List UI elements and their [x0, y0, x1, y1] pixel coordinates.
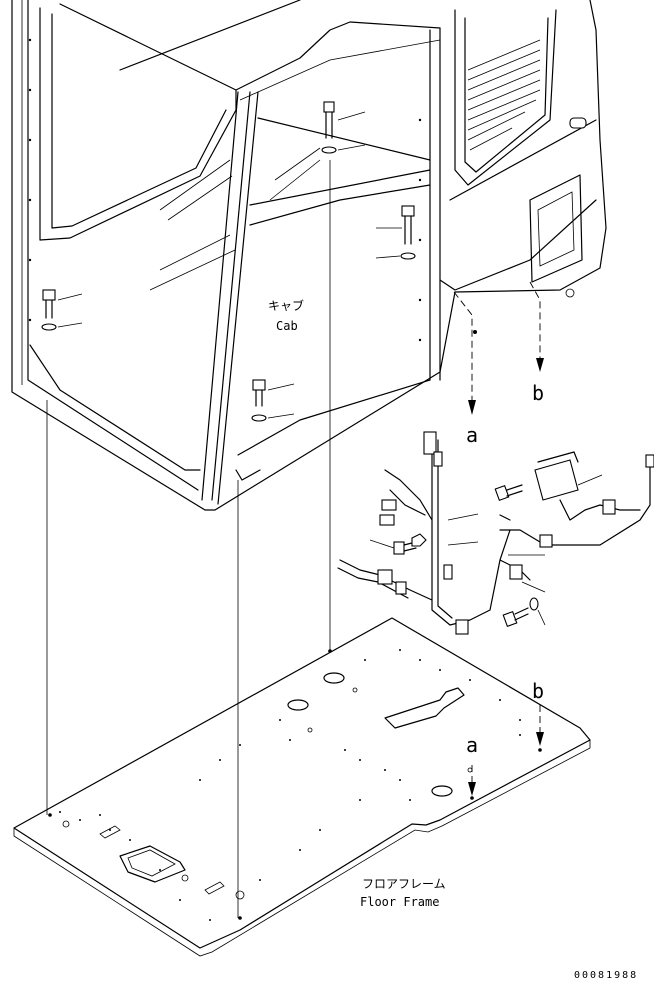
harness-bolts [369, 484, 546, 628]
bolt-icon [502, 607, 529, 628]
ref-letter-b-top: b [532, 381, 544, 405]
bolt-icon [494, 484, 523, 502]
ref-letter-a-top: a [466, 423, 478, 447]
washer-icon [529, 597, 546, 626]
floor-frame-label-en: Floor Frame [360, 895, 439, 909]
drawing-code: 00081988 [574, 970, 638, 981]
arrow-icon [468, 782, 476, 796]
washer-icon [321, 144, 366, 154]
arrow-icon [536, 358, 544, 372]
bolt-icon [42, 289, 83, 319]
arrow-icon [468, 400, 476, 415]
alignment-lines [46, 160, 541, 918]
arrow-icon [536, 732, 544, 746]
wiring-harness [337, 431, 654, 635]
cab-mounting-bolts [41, 101, 416, 422]
floor-frame-label-jp: フロアフレーム [362, 877, 446, 891]
floor-frame [13, 617, 591, 957]
washer-icon [251, 413, 295, 422]
washer-icon [375, 252, 416, 260]
nut-icon [411, 533, 427, 547]
ref-letter-a-bottom: a [466, 733, 478, 757]
cab-assembly [11, 0, 607, 511]
bolt-icon [369, 539, 417, 555]
bolt-icon [252, 379, 295, 407]
washer-icon [41, 322, 83, 331]
bolt-icon [376, 205, 415, 245]
cab-label-en: Cab [276, 319, 298, 333]
ref-letter-b-bottom: b [532, 679, 544, 703]
controller-unit [534, 451, 641, 521]
cab-label-jp: キャブ [268, 298, 304, 313]
bolt-icon [323, 101, 366, 139]
